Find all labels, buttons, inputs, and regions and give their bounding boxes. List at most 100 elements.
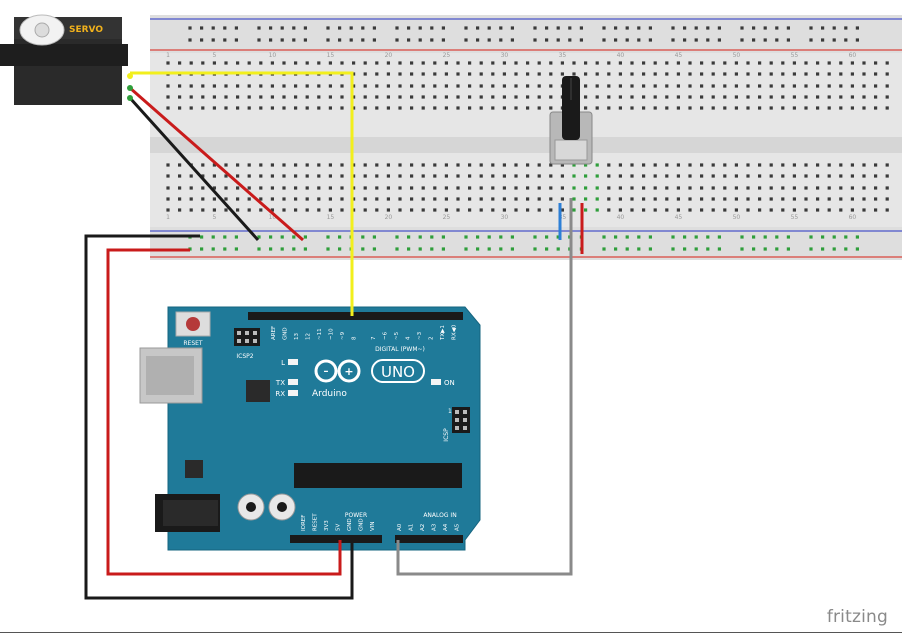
breadboard-hole[interactable]	[386, 197, 390, 201]
rail-hole[interactable]	[786, 235, 790, 239]
rail-hole[interactable]	[303, 247, 307, 251]
breadboard-hole[interactable]	[456, 197, 460, 201]
rail-hole[interactable]	[234, 235, 238, 239]
breadboard-hole[interactable]	[328, 61, 332, 65]
breadboard-hole[interactable]	[758, 163, 762, 167]
breadboard-hole[interactable]	[398, 95, 402, 99]
breadboard-hole[interactable]	[630, 208, 634, 212]
breadboard-hole[interactable]	[352, 208, 356, 212]
breadboard-hole[interactable]	[769, 106, 773, 110]
breadboard-hole[interactable]	[201, 174, 205, 178]
breadboard-hole[interactable]	[607, 61, 611, 65]
breadboard-hole[interactable]	[700, 95, 704, 99]
rail-hole[interactable]	[568, 38, 572, 42]
breadboard-hole[interactable]	[259, 163, 263, 167]
breadboard-hole[interactable]	[653, 163, 657, 167]
rail-hole[interactable]	[545, 38, 549, 42]
breadboard-hole[interactable]	[885, 95, 889, 99]
breadboard-hole[interactable]	[642, 106, 646, 110]
breadboard-hole[interactable]	[352, 174, 356, 178]
breadboard-hole[interactable]	[723, 174, 727, 178]
rail-hole[interactable]	[223, 235, 227, 239]
breadboard-hole[interactable]	[746, 84, 750, 88]
breadboard-hole[interactable]	[352, 106, 356, 110]
breadboard-hole[interactable]	[792, 174, 796, 178]
breadboard-hole[interactable]	[549, 186, 553, 190]
breadboard-hole[interactable]	[572, 61, 576, 65]
breadboard-hole[interactable]	[178, 163, 182, 167]
breadboard-hole[interactable]	[340, 208, 344, 212]
rail-hole[interactable]	[832, 26, 836, 30]
breadboard-hole[interactable]	[166, 95, 170, 99]
breadboard-hole[interactable]	[410, 208, 414, 212]
breadboard-hole[interactable]	[537, 174, 541, 178]
breadboard-hole[interactable]	[479, 208, 483, 212]
breadboard-hole[interactable]	[456, 61, 460, 65]
breadboard-hole[interactable]	[827, 61, 831, 65]
rail-hole[interactable]	[637, 26, 641, 30]
rail-hole[interactable]	[602, 235, 606, 239]
rail-hole[interactable]	[614, 247, 618, 251]
breadboard-hole[interactable]	[305, 61, 309, 65]
breadboard-hole[interactable]	[723, 197, 727, 201]
rail-hole[interactable]	[694, 26, 698, 30]
breadboard-hole[interactable]	[212, 163, 216, 167]
breadboard-hole[interactable]	[827, 163, 831, 167]
breadboard-hole[interactable]	[375, 61, 379, 65]
breadboard-hole[interactable]	[665, 72, 669, 76]
rail-hole[interactable]	[786, 26, 790, 30]
breadboard-hole[interactable]	[305, 95, 309, 99]
breadboard-hole[interactable]	[456, 186, 460, 190]
wire-black-servo-ground[interactable]	[128, 96, 260, 242]
breadboard-hole[interactable]	[468, 174, 472, 178]
breadboard-hole[interactable]	[282, 95, 286, 99]
breadboard-hole[interactable]	[874, 197, 878, 201]
rail-hole[interactable]	[211, 235, 215, 239]
breadboard-hole[interactable]	[827, 174, 831, 178]
breadboard-hole[interactable]	[502, 61, 506, 65]
breadboard-hole[interactable]	[850, 163, 854, 167]
breadboard-hole[interactable]	[630, 84, 634, 88]
breadboard-hole[interactable]	[502, 174, 506, 178]
rail-hole[interactable]	[430, 38, 434, 42]
breadboard-hole[interactable]	[537, 106, 541, 110]
breadboard-hole[interactable]	[804, 174, 808, 178]
breadboard-hole[interactable]	[665, 84, 669, 88]
breadboard-hole[interactable]	[201, 197, 205, 201]
rail-hole[interactable]	[683, 247, 687, 251]
breadboard-hole[interactable]	[352, 95, 356, 99]
breadboard-hole[interactable]	[526, 208, 530, 212]
rail-hole[interactable]	[407, 235, 411, 239]
breadboard-hole[interactable]	[421, 84, 425, 88]
breadboard-hole[interactable]	[595, 106, 599, 110]
breadboard-hole[interactable]	[305, 197, 309, 201]
rail-hole[interactable]	[372, 247, 376, 251]
breadboard-hole[interactable]	[178, 208, 182, 212]
rail-hole[interactable]	[223, 247, 227, 251]
breadboard-hole[interactable]	[526, 61, 530, 65]
breadboard-hole[interactable]	[212, 186, 216, 190]
breadboard-hole[interactable]	[398, 72, 402, 76]
breadboard-hole[interactable]	[444, 174, 448, 178]
breadboard-hole[interactable]	[212, 106, 216, 110]
rail-hole[interactable]	[809, 247, 813, 251]
breadboard-hole[interactable]	[352, 197, 356, 201]
breadboard-hole[interactable]	[433, 186, 437, 190]
breadboard-hole[interactable]	[549, 197, 553, 201]
rail-hole[interactable]	[211, 247, 215, 251]
breadboard-hole[interactable]	[166, 208, 170, 212]
breadboard-hole[interactable]	[816, 197, 820, 201]
breadboard-hole[interactable]	[781, 61, 785, 65]
breadboard-hole[interactable]	[328, 208, 332, 212]
breadboard-hole[interactable]	[282, 163, 286, 167]
rail-hole[interactable]	[200, 38, 204, 42]
breadboard-hole[interactable]	[270, 84, 274, 88]
breadboard-hole[interactable]	[398, 163, 402, 167]
breadboard-hole[interactable]	[282, 61, 286, 65]
rail-hole[interactable]	[499, 38, 503, 42]
breadboard-hole[interactable]	[433, 163, 437, 167]
breadboard-hole[interactable]	[537, 72, 541, 76]
breadboard-hole[interactable]	[572, 174, 576, 178]
rail-hole[interactable]	[257, 38, 261, 42]
rail-hole[interactable]	[740, 247, 744, 251]
